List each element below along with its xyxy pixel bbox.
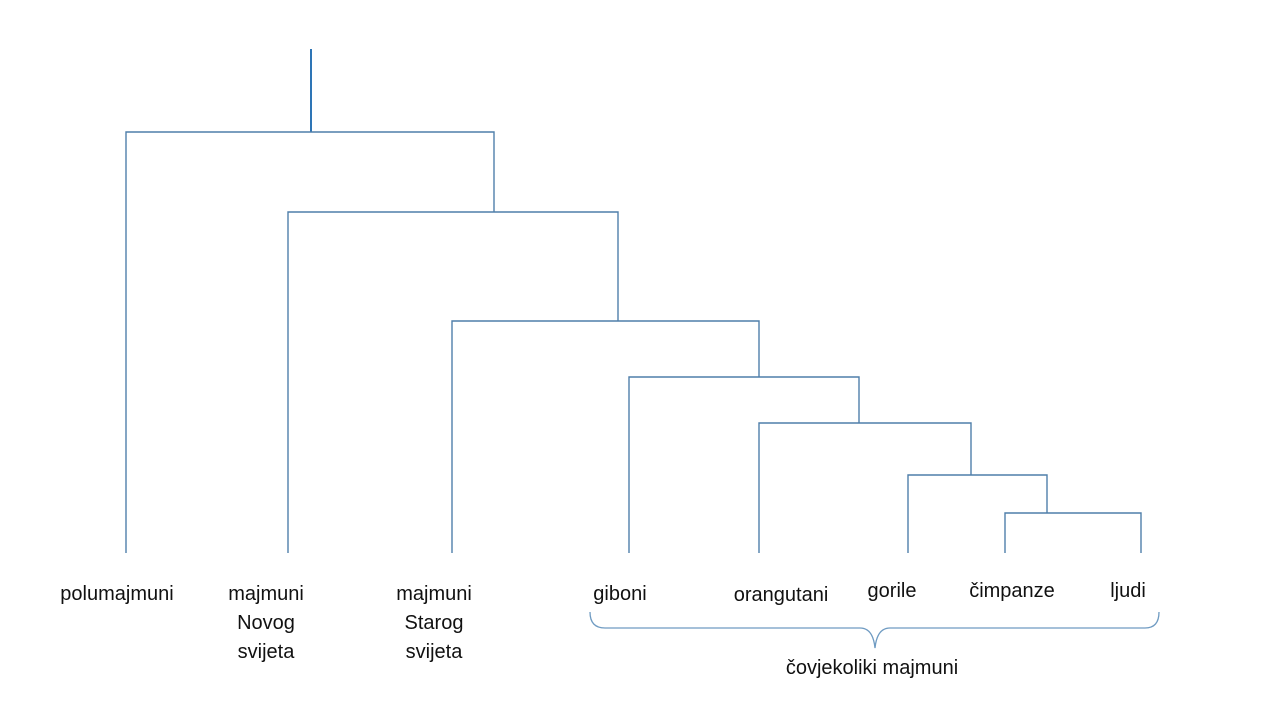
node-3-bracket — [451, 320, 760, 553]
leaf-label-orangutani: orangutani — [733, 584, 829, 606]
node-2-bracket — [287, 211, 619, 553]
group-label-hominoids: čovjekoliki majmuni — [785, 657, 959, 679]
leaf-label-polumajmuni: polumajmuni — [60, 583, 174, 605]
leaf-label-cimpanze: čimpanze — [969, 580, 1055, 602]
leaf-label-gorile: gorile — [867, 580, 917, 602]
leaf-label-ljudi: ljudi — [1110, 580, 1146, 602]
node-5-bracket — [758, 422, 972, 553]
group-brace — [589, 611, 1160, 649]
node-1-bracket — [125, 131, 495, 553]
node-4-bracket — [628, 376, 860, 553]
node-7-bracket — [1004, 512, 1142, 553]
leaf-label-old-world-monkeys: majmuni Starog svijeta — [396, 583, 472, 663]
leaf-label-giboni: giboni — [593, 583, 647, 605]
node-6-bracket — [907, 474, 1048, 553]
leaf-label-new-world-monkeys: majmuni Novog svijeta — [228, 583, 304, 663]
